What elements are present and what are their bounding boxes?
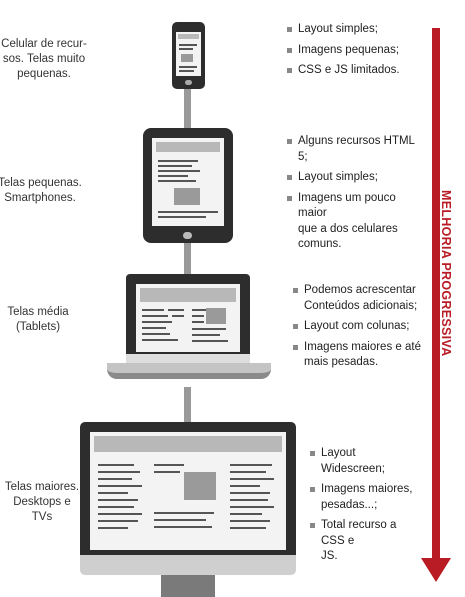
feature-item: Total recurso a CSS e JS. xyxy=(310,518,422,565)
feature-item: Alguns recursos HTML 5; xyxy=(287,134,421,165)
laptop-hinge xyxy=(126,354,250,363)
level-1-features: Layout simples; Imagens pequenas; CSS e … xyxy=(287,22,417,84)
feature-item: Imagens um pouco maior que a dos celular… xyxy=(287,191,421,253)
progress-arrow-shaft xyxy=(432,28,440,562)
monitor-screen xyxy=(90,432,286,550)
desktop-monitor-icon xyxy=(80,422,296,555)
phone-screen xyxy=(176,32,201,76)
level-1-label: Celular de recur- sos. Telas muito peque… xyxy=(1,38,87,80)
laptop-icon xyxy=(126,274,250,354)
feature-item: CSS e JS limitados. xyxy=(287,63,417,79)
level-4-label: Telas maiores. Desktops e TVs xyxy=(4,481,80,523)
smartphone-icon xyxy=(143,128,233,243)
connector-stem xyxy=(184,243,191,275)
level-2-features: Alguns recursos HTML 5; Layout simples; … xyxy=(287,134,421,258)
monitor-chin xyxy=(80,555,296,575)
level-3-label: Telas média (Tablets) xyxy=(7,306,69,333)
connector-stem xyxy=(184,89,191,130)
connector-stem xyxy=(184,387,191,423)
level-2-label: Telas pequenas. Smartphones. xyxy=(0,177,82,204)
feature-item: Imagens maiores, pesadas...; xyxy=(310,482,422,513)
arrow-down-icon xyxy=(421,558,451,582)
level-4-features: Layout Widescreen; Imagens maiores, pesa… xyxy=(310,446,422,570)
feature-phone-icon xyxy=(172,22,205,89)
feature-item: Layout simples; xyxy=(287,22,417,38)
feature-item: Podemos acrescentar Conteúdos adicionais… xyxy=(293,283,421,314)
feature-item: Layout Widescreen; xyxy=(310,446,422,477)
feature-item: Layout simples; xyxy=(287,170,421,186)
arrow-label: MELHORIA PROGRESSIVA xyxy=(439,190,453,357)
monitor-stand xyxy=(161,575,215,597)
level-3-features: Podemos acrescentar Conteúdos adicionais… xyxy=(293,283,421,376)
feature-item: Layout com colunas; xyxy=(293,319,421,335)
feature-item: Imagens maiores e até mais pesadas. xyxy=(293,340,421,371)
laptop-base xyxy=(107,363,271,379)
laptop-screen xyxy=(136,284,240,352)
smartphone-screen xyxy=(152,138,224,226)
feature-item: Imagens pequenas; xyxy=(287,43,417,59)
